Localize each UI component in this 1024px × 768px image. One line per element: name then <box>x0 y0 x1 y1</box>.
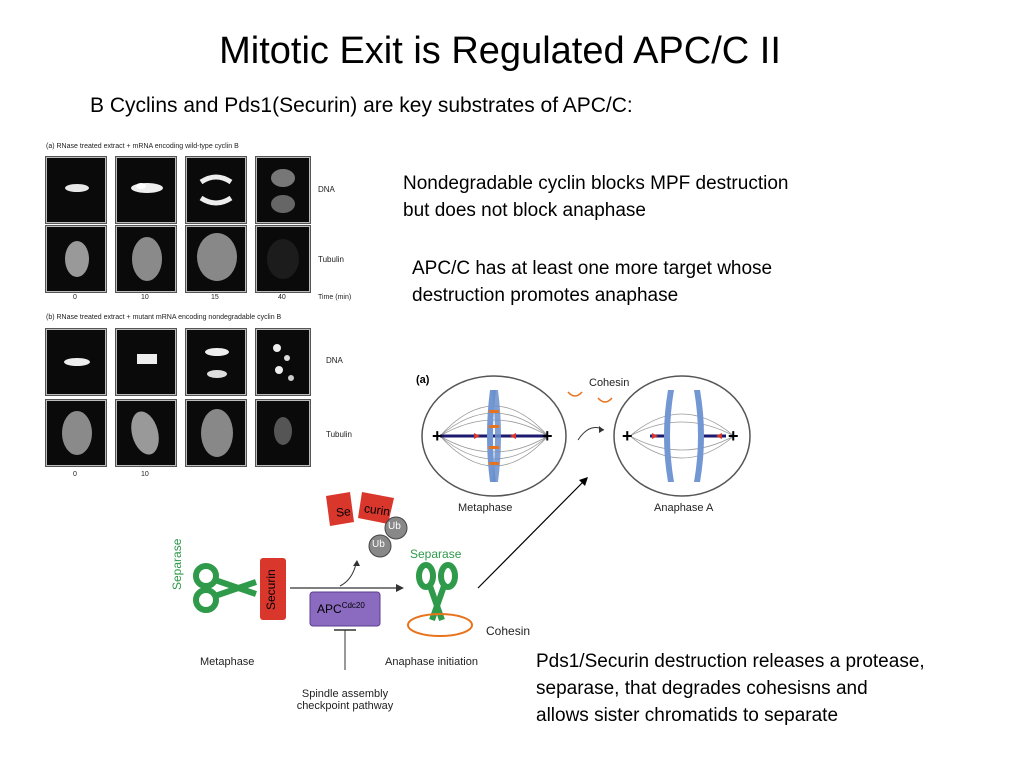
apc-label: APC <box>317 602 342 616</box>
time-label: 15 <box>211 294 219 301</box>
micrograph-a-dna-15 <box>186 157 246 223</box>
svg-text:+: + <box>728 426 739 446</box>
pathway-to-anaphase-arrow <box>477 479 586 589</box>
note-line: APC/C has at least one more target whose <box>412 258 773 279</box>
apc-cdc20-label: APCCdc20 <box>317 601 365 616</box>
svg-text:+: + <box>432 426 443 446</box>
note-line: destruction promotes anaphase <box>412 285 679 306</box>
svg-text:+: + <box>542 426 553 446</box>
micrograph-a-dna-40 <box>256 157 310 223</box>
micrograph-b-dna-10 <box>116 329 176 395</box>
securin-label-left: Securin <box>264 569 278 610</box>
micrograph-b-tubulin-10 <box>116 400 176 466</box>
anaphase-a-cell: + + <box>613 375 751 497</box>
time-unit-label: Time (min) <box>318 294 352 301</box>
micrograph-a-tubulin-15 <box>186 226 246 292</box>
micrograph-a-dna-0 <box>46 157 106 223</box>
pathway-metaphase-label: Metaphase <box>200 656 255 668</box>
apc-cdc20-box <box>309 591 381 627</box>
cohesin-ring-icon <box>407 613 473 637</box>
checkpoint-line: Spindle assembly <box>301 688 389 700</box>
micrograph-a-tubulin-40 <box>256 226 310 292</box>
note-nondegradable-cyclin: Nondegradable cyclin blocks MPF destruct… <box>403 170 788 224</box>
time-label: 0 <box>73 471 77 478</box>
svg-text:+: + <box>622 426 633 446</box>
panel-a-caption: (a) RNase treated extract + mRNA encodin… <box>46 143 239 150</box>
cohesin-ring <box>597 397 613 403</box>
note-securin-destruction: Pds1/Securin destruction releases a prot… <box>536 648 925 729</box>
row-label-tubulin: Tubulin <box>326 430 352 439</box>
ub-label: Ub <box>372 539 385 550</box>
slide-title: Mitotic Exit is Regulated APC/C II <box>219 30 781 72</box>
cdc20-superscript: Cdc20 <box>341 601 365 610</box>
note-line: Pds1/Securin destruction releases a prot… <box>536 651 925 672</box>
securin-fragment-icon <box>358 492 394 524</box>
time-label: 10 <box>141 471 149 478</box>
row-label-dna: DNA <box>318 185 335 194</box>
note-line: allows sister chromatids to separate <box>536 705 839 726</box>
separase-label-right: Separase <box>410 547 462 561</box>
separase-scissors-right-icon <box>416 562 458 621</box>
micrograph-a-dna-10 <box>116 157 176 223</box>
spindle-diagram: + + + + <box>421 375 751 497</box>
row-label-tubulin: Tubulin <box>318 255 344 264</box>
micrograph-b-tubulin-0 <box>46 400 106 466</box>
securin-fragment-label-1: Se <box>335 504 352 520</box>
metaphase-cell: + + <box>421 375 567 497</box>
time-label: 0 <box>73 294 77 301</box>
note-apc-target: APC/C has at least one more target whose… <box>412 255 772 309</box>
anaphase-initiation-label: Anaphase initiation <box>385 656 478 668</box>
ubiquitin-icon <box>384 516 408 540</box>
ub-label: Ub <box>388 521 401 532</box>
ubiquitin-icon <box>368 534 392 558</box>
anaphase-a-label: Anaphase A <box>654 502 714 514</box>
cohesin-label-top: Cohesin <box>589 377 630 389</box>
micrograph-b-dna-0 <box>46 329 106 395</box>
micrograph-b-tubulin-b <box>256 400 310 466</box>
cohesin-label-bottom: Cohesin <box>486 624 531 638</box>
cohesin-ring <box>567 391 583 397</box>
slide-subtitle: B Cyclins and Pds1(Securin) are key subs… <box>90 94 633 117</box>
panel-b-caption: (b) RNase treated extract + mutant mRNA … <box>46 314 282 321</box>
note-line: but does not block anaphase <box>403 200 646 221</box>
row-label-dna: DNA <box>326 356 343 365</box>
micrograph-a-tubulin-10 <box>116 226 176 292</box>
securin-fragment-icon <box>326 492 354 526</box>
separase-scissors-left-icon <box>193 563 257 613</box>
checkpoint-line: checkpoint pathway <box>296 700 394 712</box>
time-label: 40 <box>278 294 286 301</box>
pathway-diagram <box>193 477 588 670</box>
note-line: Nondegradable cyclin blocks MPF destruct… <box>403 173 789 194</box>
metaphase-label: Metaphase <box>458 502 513 514</box>
micrograph-b-dna-a <box>186 329 246 395</box>
separase-label-left: Separase <box>170 538 184 590</box>
micrograph-b-dna-b <box>256 329 310 395</box>
spindle-panel-label: (a) <box>416 374 430 386</box>
checkpoint-label: Spindle assembly checkpoint pathway <box>285 688 405 712</box>
time-label: 10 <box>141 294 149 301</box>
micrograph-b-tubulin-a <box>186 400 246 466</box>
securin-block-icon <box>260 558 286 620</box>
note-line: separase, that degrades cohesisns and <box>536 678 868 699</box>
micrograph-a-tubulin-0 <box>46 226 106 292</box>
